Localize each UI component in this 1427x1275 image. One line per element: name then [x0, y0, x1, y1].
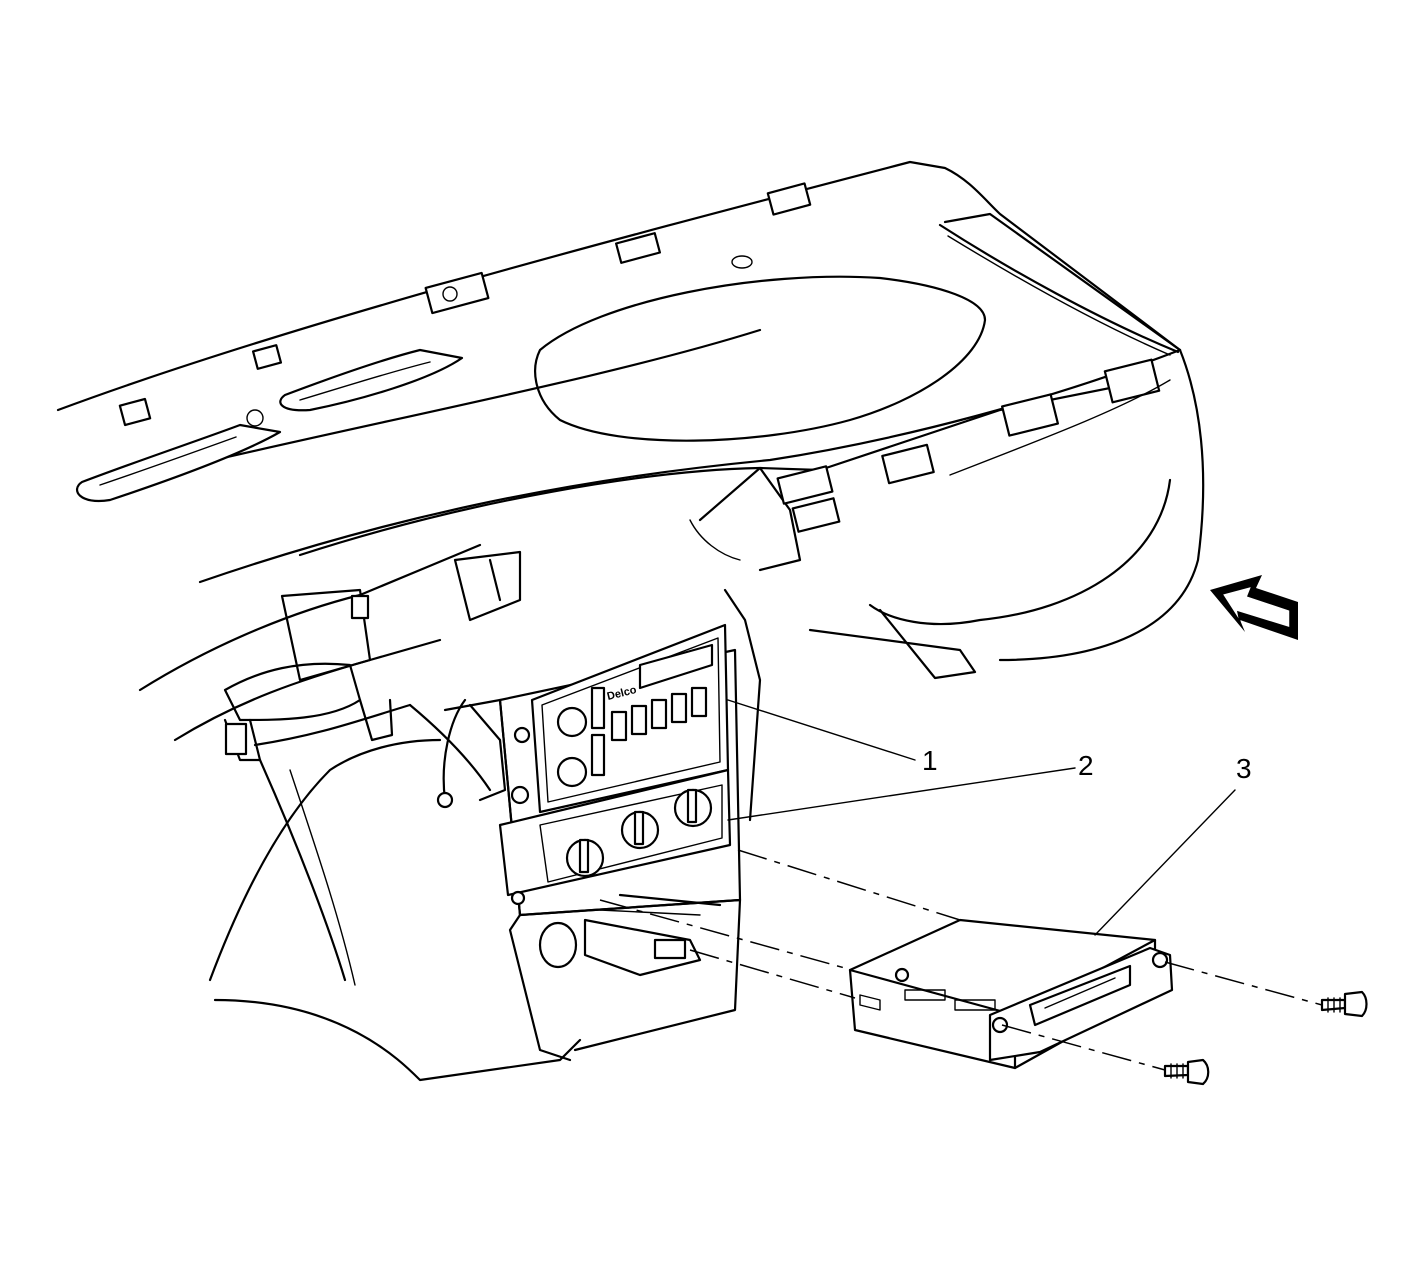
center-stack [436, 588, 762, 1062]
screw-lower [1163, 1058, 1210, 1086]
installation-paths [599, 849, 1323, 1071]
hvac-control-assembly [498, 768, 732, 906]
view-direction-arrow [1210, 575, 1298, 640]
steering-column-area [138, 543, 582, 1082]
screw-upper [1320, 990, 1368, 1018]
dashboard-top-pad [56, 160, 1205, 662]
callout-1: 1 [922, 745, 938, 776]
radio-assembly: Delco [530, 623, 730, 814]
leader-lines [727, 699, 1236, 936]
callout-2: 2 [1078, 750, 1094, 781]
receiver-module [848, 918, 1174, 1070]
callout-3: 3 [1236, 753, 1252, 784]
instrument-panel-face [198, 348, 1182, 680]
